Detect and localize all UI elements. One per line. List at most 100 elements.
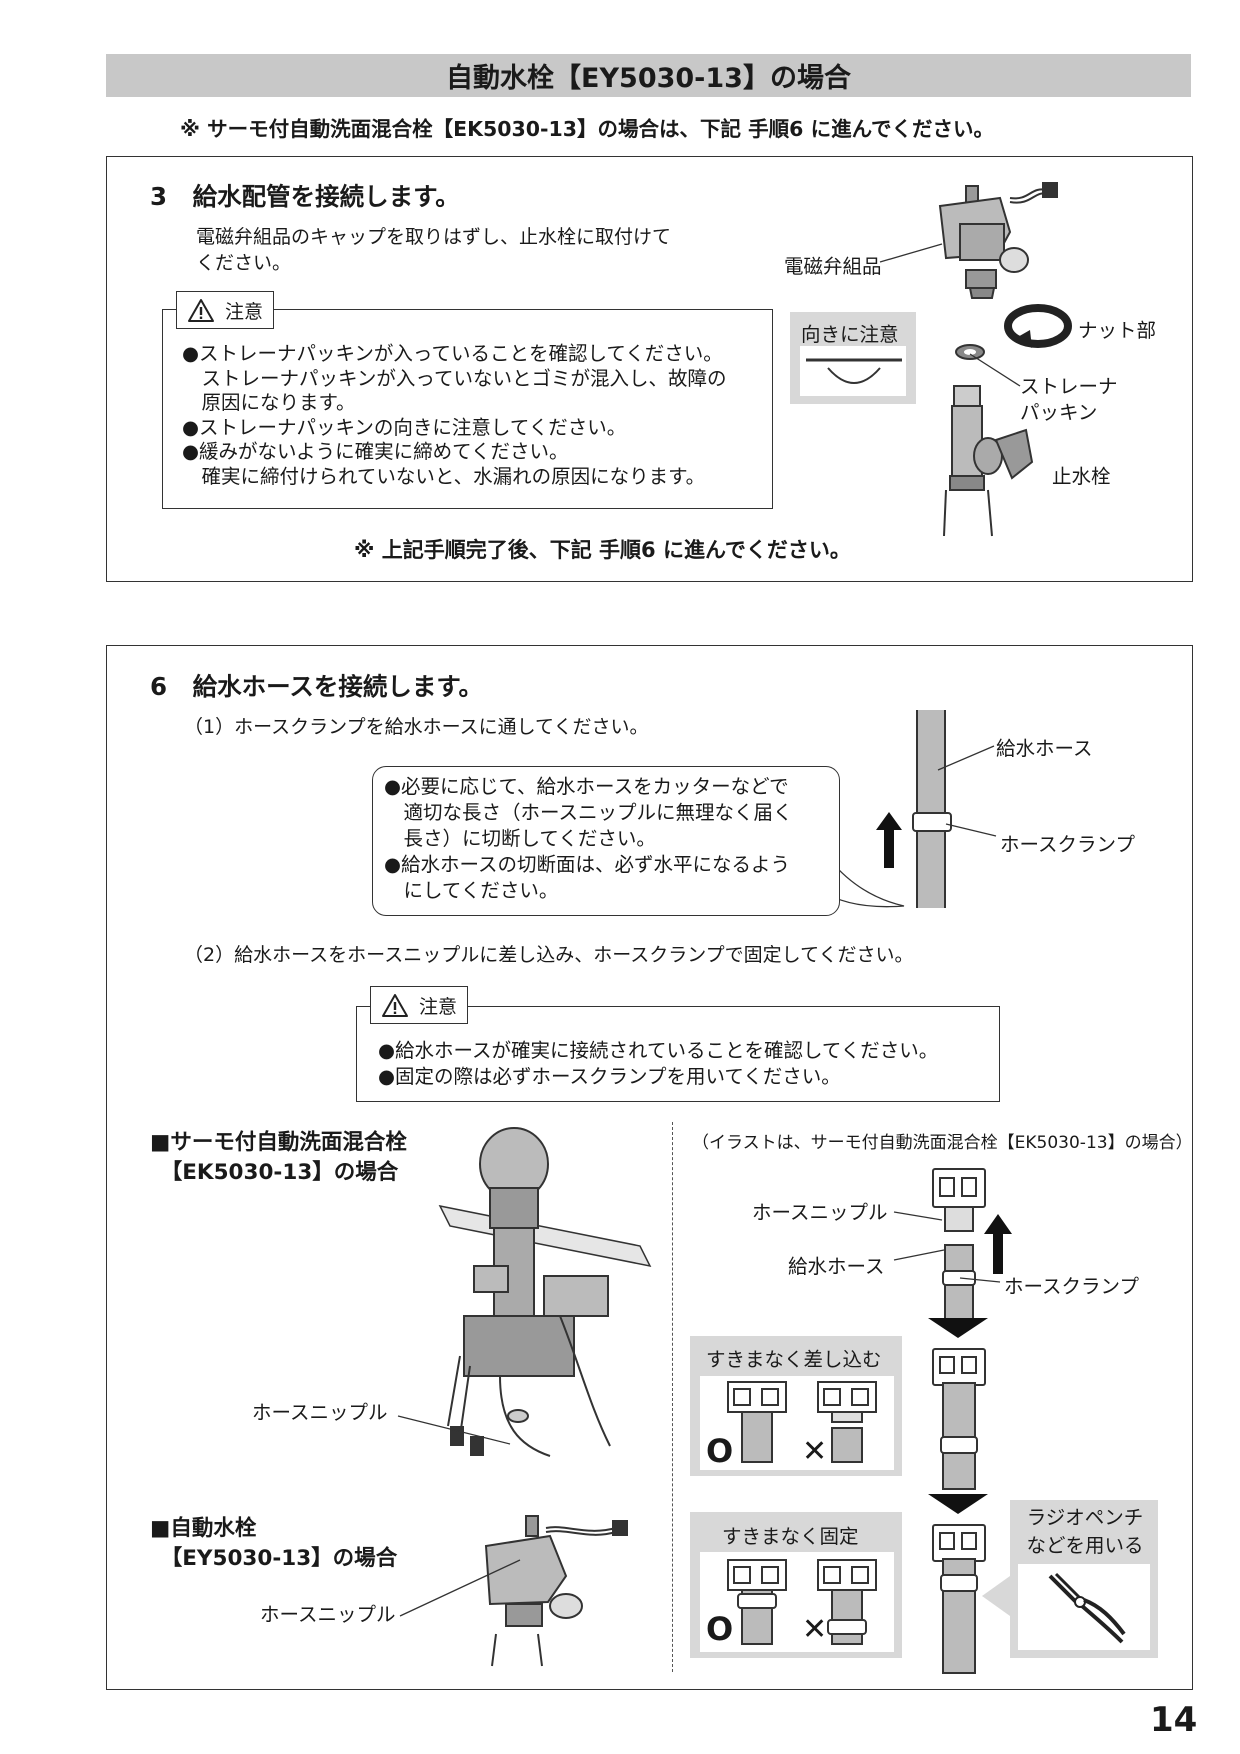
page-number: 14 (1150, 1700, 1198, 1740)
label-clamp-3: ホースクランプ (1004, 1275, 1139, 1298)
label-packing-line: パッキン (1020, 401, 1098, 424)
hose-leaders (937, 745, 997, 837)
tip-line: 長さ）に切断してください。 (384, 827, 656, 850)
label-nipple-2: ホースニップル (260, 1603, 396, 1626)
step3-footer-note: ※ 上記手順完了後、下記 手順6 に進んでください。 (354, 538, 851, 562)
step3-body: 電磁弁組品のキャップを取りはずし、止水栓に取付けて ください。 (196, 224, 671, 276)
figure-divider (672, 1122, 673, 1672)
page-title-bar: 自動水栓【EY5030-13】の場合 (106, 54, 1191, 97)
thermo-faucet-illustration (438, 1127, 652, 1457)
left-fig-title-1: ■サーモ付自動洗面混合栓 【EK5030-13】の場合 (150, 1128, 407, 1188)
step3-caution-box (162, 309, 773, 509)
label-stopcock: 止水栓 (1052, 465, 1111, 488)
hose-illustration (916, 710, 946, 908)
step6-heading: 6 給水ホースを接続します。 (150, 668, 483, 703)
fix-ng-illustration (817, 1559, 877, 1645)
step3-heading: 3 給水配管を接続します。 (150, 178, 460, 213)
insert-ok-illustration (727, 1381, 787, 1463)
stopcock-illustration (943, 385, 1034, 537)
up-arrow-icon (876, 812, 902, 868)
valve-leader-line (879, 243, 943, 263)
clamp-loose (940, 1436, 978, 1454)
caution-line: ●固定の際は必ずホースクランプを用いてください。 (378, 1065, 841, 1088)
auto-faucet-valve-illustration (484, 1515, 628, 1667)
step3-body-line: 電磁弁組品のキャップを取りはずし、止水栓に取付けて (196, 226, 672, 248)
right-fig-leaders (893, 1211, 1001, 1283)
step6-caution-tab: 注意 (370, 986, 469, 1024)
step6-caution-text: ●給水ホースが確実に接続されていることを確認してください。 ●固定の際は必ずホー… (378, 1038, 938, 1090)
label-packing-line: ストレーナ (1020, 375, 1118, 398)
caution-line: 確実に締付けられていないと、水漏れの原因になります。 (182, 464, 706, 488)
left-fig-title-2-line: ■自動水栓 (150, 1516, 257, 1541)
tip-line: にしてください。 (384, 879, 559, 902)
packing-leader-line (969, 353, 1021, 387)
nipple-hex-marks (939, 1177, 977, 1197)
left-fig-title-1-line: ■サーモ付自動洗面混合栓 (150, 1130, 407, 1155)
label-orientation: 向きに注意 (801, 323, 899, 346)
step6-sub1: （1）ホースクランプを給水ホースに通してください。 (184, 716, 649, 738)
fix-panel-title: すきまなく固定 (722, 1525, 859, 1548)
tool-panel-pointer (982, 1576, 1010, 1616)
left-fig-title-2-line: 【EY5030-13】の場合 (150, 1546, 398, 1571)
nipple2-leader (399, 1559, 521, 1617)
insert-panel-title: すきまなく差し込む (706, 1348, 882, 1371)
ok-mark: O (706, 1432, 734, 1470)
up-arrow-icon (984, 1214, 1012, 1274)
step6-title: 給水ホースを接続します。 (192, 672, 483, 701)
label-nipple-3: ホースニップル (752, 1201, 888, 1224)
caution-line: ●緩みがないように確実に締めてください。 (182, 440, 569, 463)
tip-bubble-text: ●必要に応じて、給水ホースをカッターなどで 適切な長さ（ホースニップルに無理なく… (384, 774, 840, 904)
header-note: ※ サーモ付自動洗面混合栓【EK5030-13】の場合は、下記 手順6 に進んで… (180, 117, 995, 141)
caution-line: ストレーナパッキンが入っていないとゴミが混入し、故障の (182, 366, 727, 390)
step6-number: 6 (150, 672, 168, 701)
tool-label-line: などを用いる (1026, 1534, 1144, 1557)
rotate-arrow-icon (1004, 304, 1072, 348)
caution-line: ●ストレーナパッキンの向きに注意してください。 (182, 415, 627, 439)
caution-label: 注意 (225, 300, 264, 323)
ok-mark: O (706, 1610, 734, 1648)
orientation-inner (800, 346, 906, 396)
tip-bubble-tail (819, 859, 905, 908)
solenoid-valve-illustration (938, 182, 1058, 299)
tip-line: 適切な長さ（ホースニップルに無理なく届く (384, 801, 793, 824)
label-clamp-1: ホースクランプ (1000, 833, 1135, 856)
label-packing: ストレーナ パッキン (1020, 374, 1118, 426)
tip-bubble (372, 766, 840, 916)
caution-line: ●ストレーナパッキンが入っていることを確認してください。 (182, 342, 723, 365)
step3-title: 給水配管を接続します。 (192, 182, 460, 211)
warning-icon (188, 298, 214, 322)
nipple-hex-marks (939, 1356, 977, 1374)
label-hose-1: 給水ホース (996, 737, 1093, 760)
label-nut: ナット部 (1078, 319, 1157, 342)
pliers-icon (1048, 1572, 1126, 1644)
step3-box (106, 156, 1193, 582)
step3-caution-text: ●ストレーナパッキンが入っていることを確認してください。 ストレーナパッキンが入… (182, 342, 772, 489)
step3-body-line: ください。 (196, 252, 292, 274)
label-valve: 電磁弁組品 (784, 255, 882, 278)
packing-orientation-icon (806, 358, 902, 384)
ng-mark: ✕ (802, 1434, 828, 1469)
down-triangle-icon (928, 1318, 988, 1338)
clamp-fixed (940, 1574, 978, 1592)
hose-clamp-piece (942, 1270, 976, 1286)
label-hose-3: 給水ホース (788, 1255, 885, 1278)
left-fig-title-2: ■自動水栓 【EY5030-13】の場合 (150, 1514, 397, 1574)
label-nipple-1: ホースニップル (252, 1401, 388, 1424)
fix-ok-illustration (727, 1559, 787, 1645)
caution-line: ●給水ホースが確実に接続されていることを確認してください。 (378, 1039, 939, 1062)
insert-ng-illustration (817, 1381, 877, 1463)
nipple-stem (944, 1206, 974, 1232)
step3-caution-tab: 注意 (176, 291, 275, 329)
tool-label-line: ラジオペンチ (1026, 1506, 1144, 1529)
warning-icon (382, 993, 408, 1017)
caution-label: 注意 (419, 995, 458, 1018)
step6-caution-box (356, 1006, 1000, 1102)
ng-mark: ✕ (802, 1612, 828, 1647)
step3-number: 3 (150, 182, 168, 211)
caution-line: 原因になります。 (182, 391, 356, 414)
right-fig-caption: （イラストは、サーモ付自動洗面混合栓【EK5030-13】の場合） (692, 1133, 1193, 1153)
down-triangle-icon (928, 1494, 988, 1514)
tip-line: ●必要に応じて、給水ホースをカッターなどで (384, 775, 789, 798)
tip-line: ●給水ホースの切断面は、必ず水平になるよう (384, 853, 791, 876)
nipple-hex-marks (939, 1532, 977, 1550)
